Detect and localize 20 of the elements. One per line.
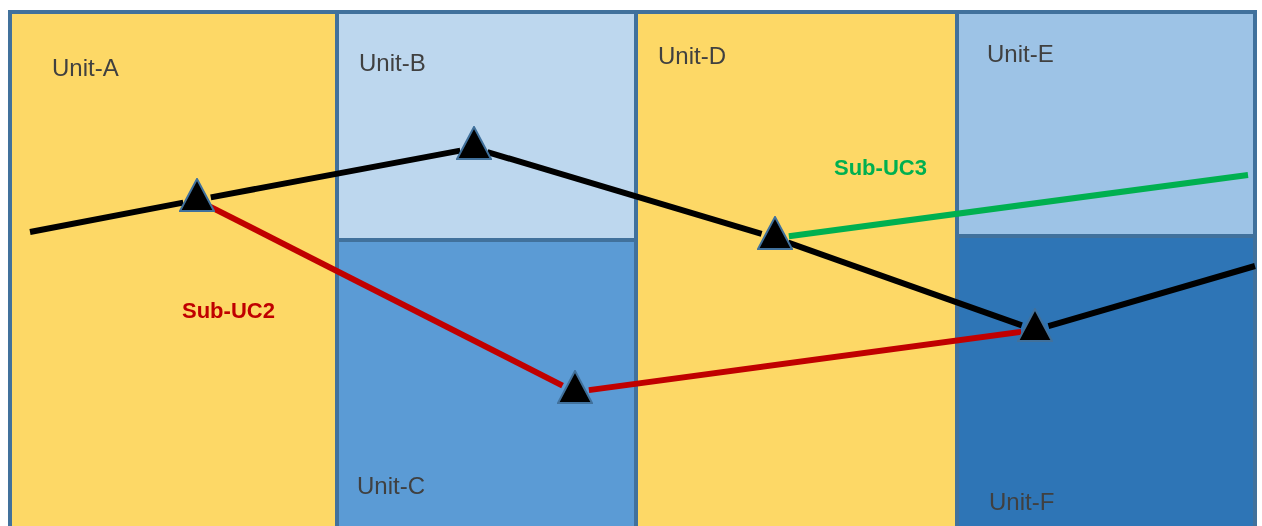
connector-line: [1047, 263, 1256, 329]
unit-label: Unit-F: [989, 488, 1055, 516]
unit-label: Unit-A: [52, 54, 119, 82]
triangle-marker: [456, 126, 492, 160]
triangle-marker: [557, 370, 593, 404]
connector-line: [210, 147, 461, 201]
edge-label: Sub-UC2: [182, 298, 275, 324]
connector-line: [588, 328, 1022, 394]
connector-line: [29, 199, 184, 235]
unit-label: Unit-C: [357, 472, 425, 500]
unit-label: Unit-D: [658, 42, 726, 70]
unit-label: Unit-B: [359, 49, 426, 77]
connector-line: [486, 149, 763, 237]
edge-label: Sub-UC3: [834, 155, 927, 181]
connector-line: [787, 239, 1023, 329]
triangle-marker: [757, 216, 793, 250]
triangle-marker: [1017, 308, 1053, 342]
connector-line: [788, 172, 1249, 240]
unit-label: Unit-E: [987, 40, 1054, 68]
triangle-marker: [179, 178, 215, 212]
